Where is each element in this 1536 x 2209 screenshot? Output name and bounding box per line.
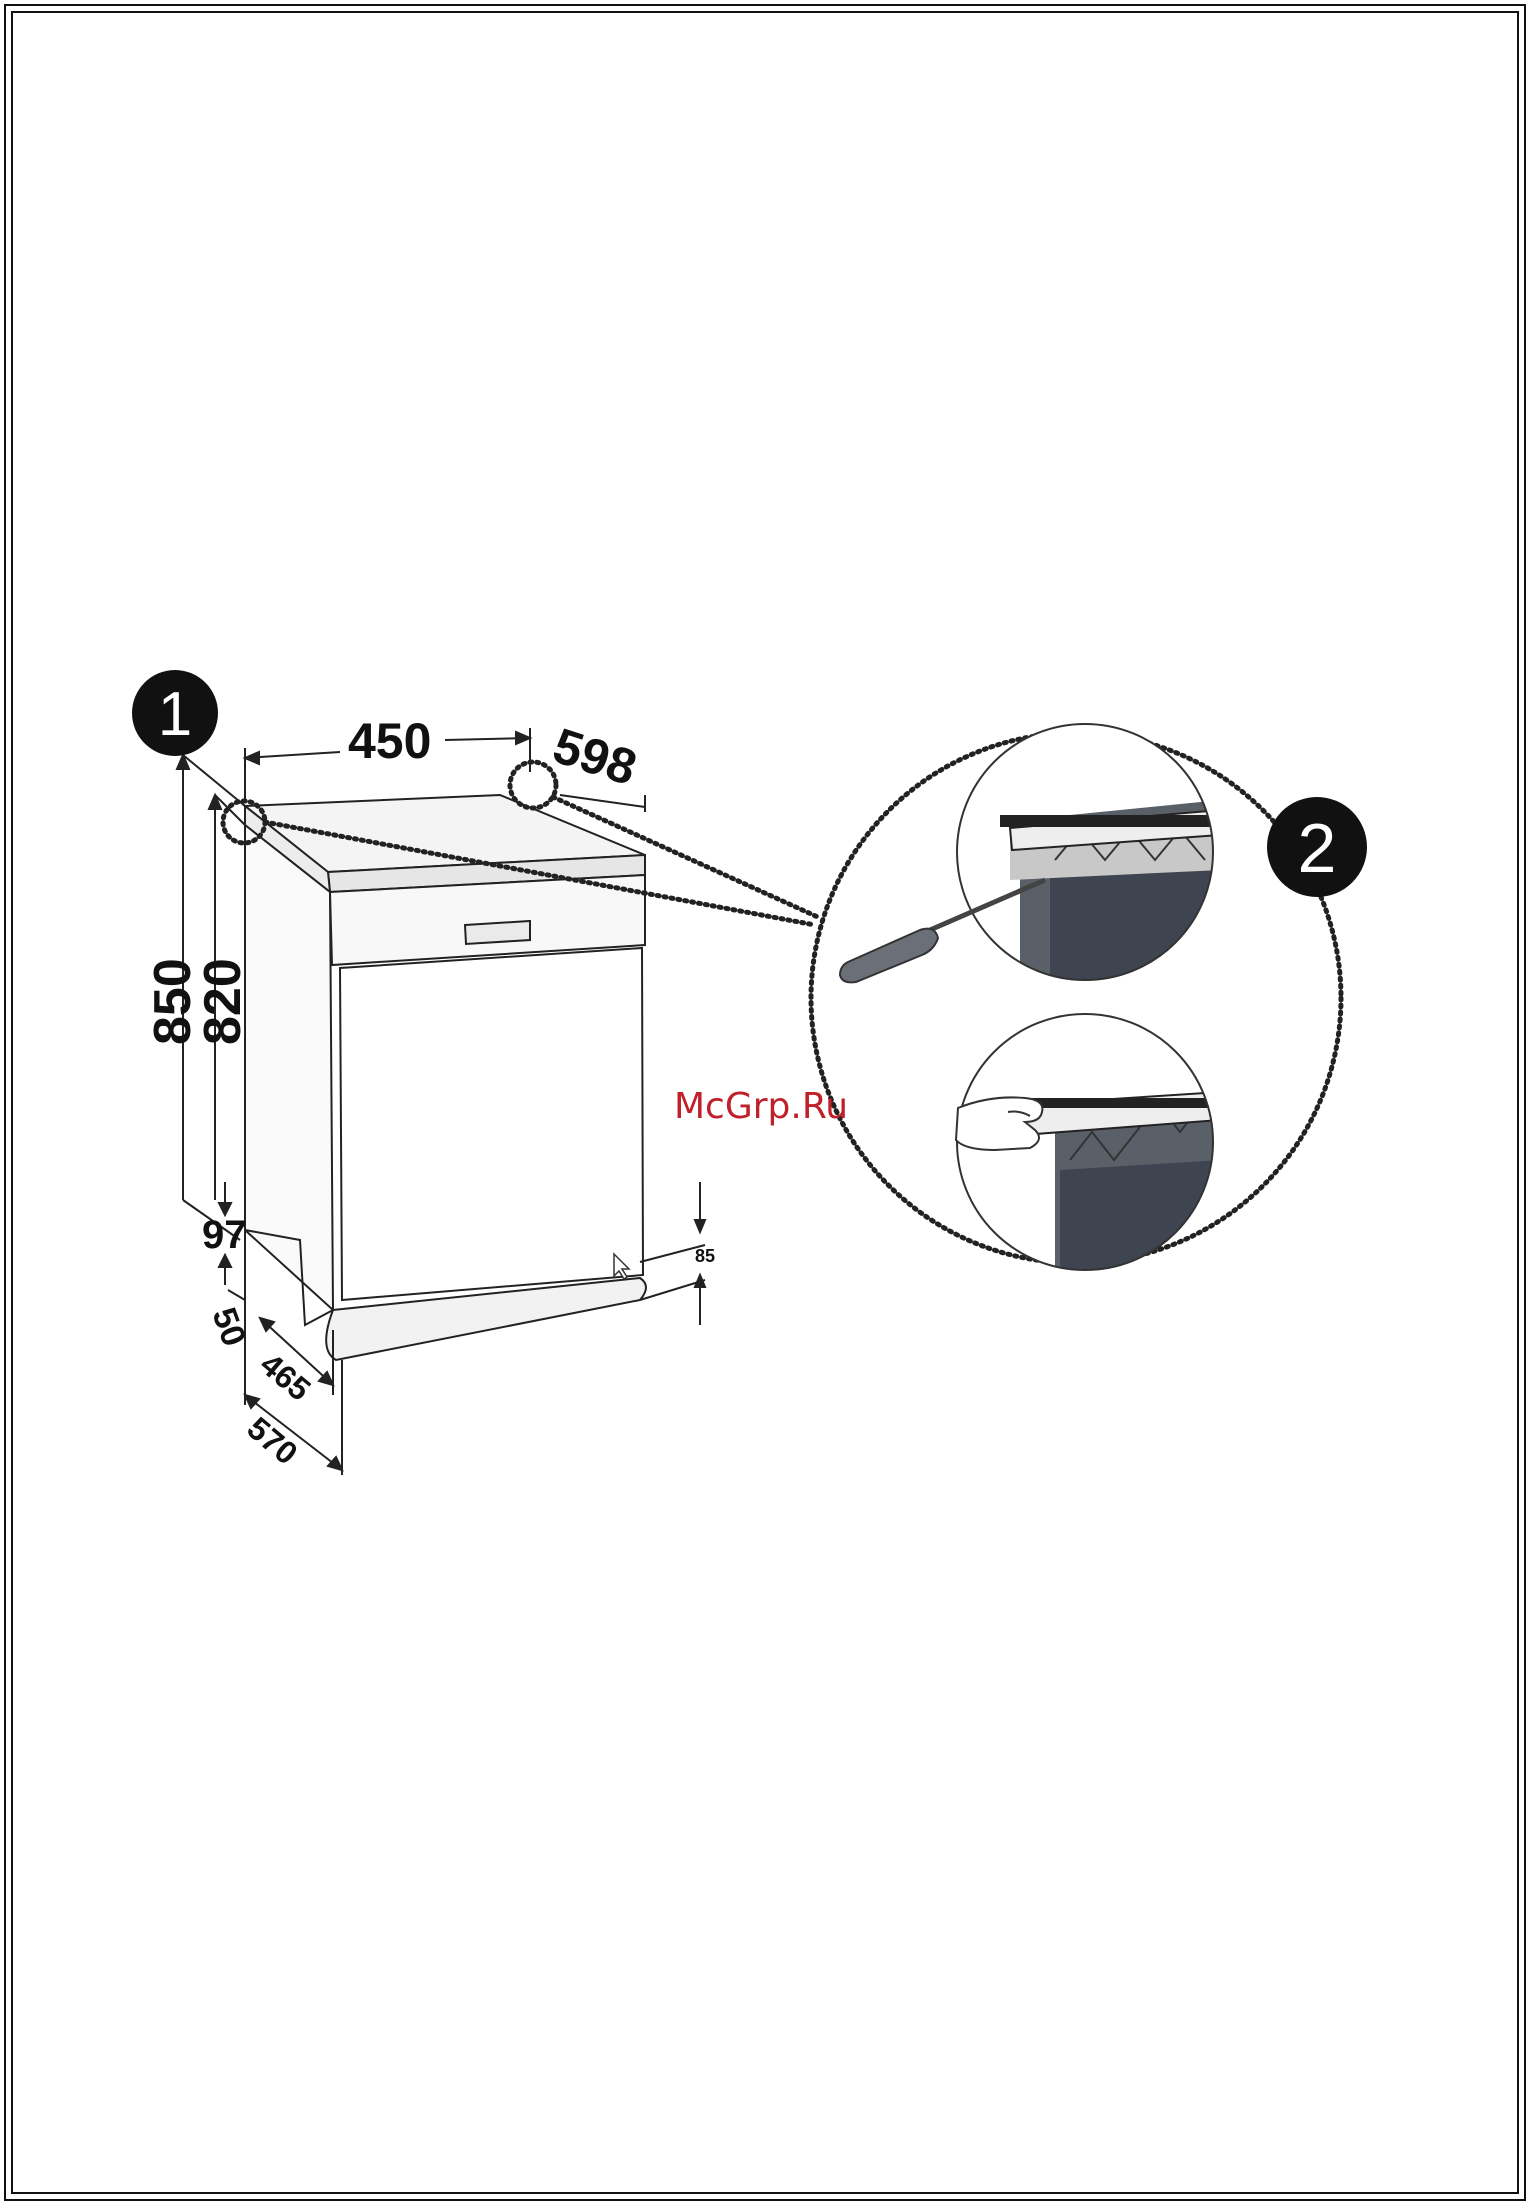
detail-screwdriver bbox=[840, 720, 1220, 990]
step-badge-2-label: 2 bbox=[1298, 809, 1337, 887]
step-badge-1-label: 1 bbox=[158, 680, 192, 749]
label-plinth-97: 97 bbox=[202, 1213, 247, 1257]
label-width-450: 450 bbox=[348, 713, 431, 769]
label-height-820: 820 bbox=[194, 958, 252, 1045]
label-depth-598: 598 bbox=[547, 717, 644, 796]
label-depth-570: 570 bbox=[241, 1410, 305, 1472]
label-kick-85: 85 bbox=[695, 1246, 715, 1266]
watermark-text: McGrp.Ru bbox=[674, 1086, 848, 1127]
step-badge-2: 2 bbox=[1267, 797, 1367, 897]
dishwasher-illustration bbox=[245, 795, 646, 1360]
callout-circle-right bbox=[510, 762, 556, 808]
label-depth-465: 465 bbox=[254, 1346, 318, 1408]
step-badge-1: 1 bbox=[132, 670, 218, 756]
door-panel bbox=[340, 948, 643, 1300]
door-handle bbox=[465, 921, 530, 944]
